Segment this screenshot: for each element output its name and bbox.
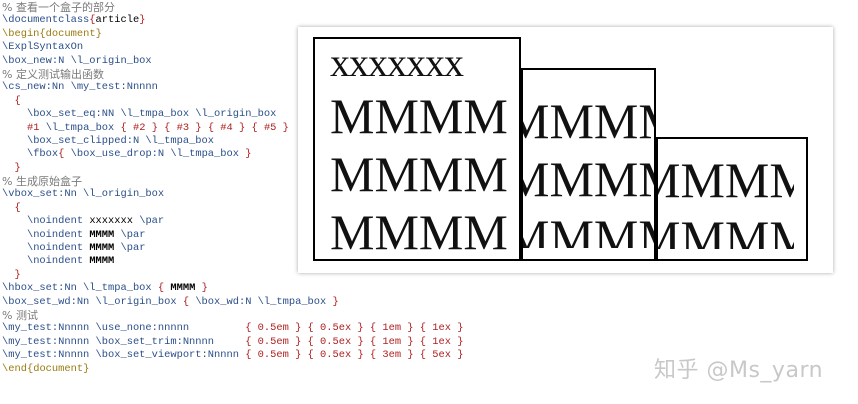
brace: { (176, 295, 196, 308)
arguments: { 0.5em } { 0.5ex } { 1em } { 1ex } (245, 335, 464, 348)
text: xxxxxxx (83, 215, 140, 228)
code-line: \my_test:Nnnnn \use_none:nnnnn { 0.5em }… (2, 322, 464, 335)
code-line: \noindent MMMM (2, 255, 462, 268)
brace: } (14, 161, 21, 174)
pdf-preview: xxxxxxx MMMM MMMM MMMM MMMM MMMM MMMM MM… (298, 27, 833, 273)
whitespace (189, 322, 245, 334)
control-sequence: \my_test:Nnnnn \box_set_viewport:Nnnnn (2, 349, 239, 362)
text: MMMM (83, 228, 121, 241)
box-row: MMMM (330, 146, 508, 202)
brace: { (14, 94, 21, 107)
code-line: { (2, 202, 462, 215)
parameter: #1 (26, 121, 40, 134)
control-sequence: \box_set_wd:Nn \l_origin_box (2, 295, 177, 308)
control-sequence: \my_test:Nnnnn \box_set_trim:Nnnnn (2, 335, 215, 348)
box-row: MMMM (523, 209, 654, 248)
control-sequence: \par (120, 242, 146, 255)
code-line: \noindent MMMM \par (2, 229, 462, 242)
arguments: { 0.5em } { 0.5ex } { 1em } { 1ex } (245, 322, 464, 335)
control-sequence: \fbox (26, 148, 59, 161)
watermark: 知乎 @Ms_yarn (654, 358, 824, 383)
control-sequence: \cs_new:Nn \my_test:Nnnnn (2, 81, 158, 94)
control-sequence: \noindent (26, 255, 84, 268)
code-line: % 生成原始盒子 (2, 175, 462, 188)
code-line: } (2, 269, 462, 282)
brace: } (238, 148, 252, 161)
code-line: % 测试 (2, 309, 462, 322)
brace: { (151, 282, 171, 295)
code-line: \documentclass{article} (2, 14, 146, 27)
control-sequence: \par (120, 228, 146, 241)
control-sequence: \noindent (26, 228, 84, 241)
code-line: } (2, 162, 462, 175)
code-line: \noindent MMMM \par (2, 242, 462, 255)
control-sequence: \documentclass (2, 14, 90, 27)
code-line: % 查看一个盒子的部分 (2, 1, 462, 14)
code-line: \box_set_eq:NN \l_tmpa_box \l_origin_box (2, 108, 462, 121)
brace: { (14, 201, 21, 214)
comment: % 定义测试输出函数 (2, 67, 104, 81)
argument: document (33, 362, 84, 375)
control-sequence: \box_set_clipped:N \l_tmpa_box (26, 134, 215, 147)
comment: % 测试 (2, 308, 38, 322)
fbox-use-none: xxxxxxx MMMM MMMM MMMM (313, 37, 521, 261)
control-sequence: \end (2, 362, 27, 375)
box-row: MMMM (330, 204, 508, 260)
parameters: { #2 } { #3 } { #4 } { #5 } (120, 121, 289, 134)
control-sequence: \noindent (26, 215, 84, 228)
control-sequence: \box_set_eq:NN \l_tmpa_box \l_origin_box (26, 108, 277, 121)
control-sequence: \my_test:Nnnnn \use_none:nnnnn (2, 322, 190, 335)
control-sequence: \box_wd:N \l_tmpa_box (195, 295, 327, 308)
brace: } (195, 282, 208, 295)
fbox-box-set-trim: MMMM MMMM MMMM (521, 68, 656, 261)
box-row: MMMM (523, 93, 654, 149)
code-line: % 定义测试输出函数 (2, 68, 462, 81)
box-row: MMMM (658, 210, 794, 249)
code-line: \box_new:N \l_origin_box (2, 55, 462, 68)
control-sequence: \l_tmpa_box (45, 121, 115, 134)
brace: } (326, 295, 339, 308)
control-sequence: \ExplSyntaxOn (2, 41, 84, 54)
control-sequence: \hbox_set:Nn \l_tmpa_box (2, 282, 152, 295)
box-row: MMMM (330, 88, 508, 144)
code-line: \box_set_wd:Nn \l_origin_box { \box_wd:N… (2, 296, 462, 309)
code-line: \noindent xxxxxxx \par (2, 215, 462, 228)
control-sequence: \vbox_set:Nn \l_origin_box (2, 188, 165, 201)
text: MMMM (83, 242, 121, 255)
code-editor[interactable]: % 查看一个盒子的部分 \documentclass{article} \beg… (2, 1, 464, 376)
fbox-box-set-viewport: MMMM MMMM (656, 137, 808, 261)
argument: article (95, 14, 140, 27)
code-line: \begin{document} (2, 27, 102, 40)
argument: document (45, 27, 96, 40)
code-line: \vbox_set:Nn \l_origin_box (2, 188, 462, 201)
control-sequence: \box_new:N \l_origin_box (2, 54, 152, 67)
whitespace (214, 336, 245, 348)
box-row: MMMM (658, 152, 794, 208)
code-line: { (2, 95, 462, 108)
code-line: \cs_new:Nn \my_test:Nnnnn (2, 81, 462, 94)
code-line: \ExplSyntaxOn (2, 41, 462, 54)
code-line: \my_test:Nnnnn \box_set_trim:Nnnnn { 0.5… (2, 335, 464, 349)
control-sequence: \noindent (26, 242, 84, 255)
text: MMMM (170, 282, 196, 295)
brace: } (14, 268, 21, 281)
code-line: \fbox{ \box_use_drop:N \l_tmpa_box } (2, 148, 462, 161)
comment: % 查看一个盒子的部分 (2, 1, 115, 14)
box-row: MMMM (523, 151, 654, 207)
code-line: \box_set_clipped:N \l_tmpa_box (2, 135, 462, 148)
code-line: \my_test:Nnnnn \box_set_viewport:Nnnnn {… (2, 349, 464, 362)
code-line: #1 \l_tmpa_box { #2 } { #3 } { #4 } { #5… (2, 122, 462, 135)
code-line: \end{document} (2, 362, 90, 375)
box-row: xxxxxxx (330, 40, 464, 85)
control-sequence: \begin (2, 27, 40, 40)
brace: { (58, 148, 71, 161)
arguments: { 0.5em } { 0.5ex } { 3em } { 5ex } (245, 349, 464, 362)
control-sequence: \box_use_drop:N \l_tmpa_box (70, 148, 239, 161)
code-line: \hbox_set:Nn \l_tmpa_box { MMMM } (2, 282, 462, 295)
control-sequence: \par (139, 215, 165, 228)
text: MMMM (83, 255, 115, 268)
comment: % 生成原始盒子 (2, 175, 82, 189)
